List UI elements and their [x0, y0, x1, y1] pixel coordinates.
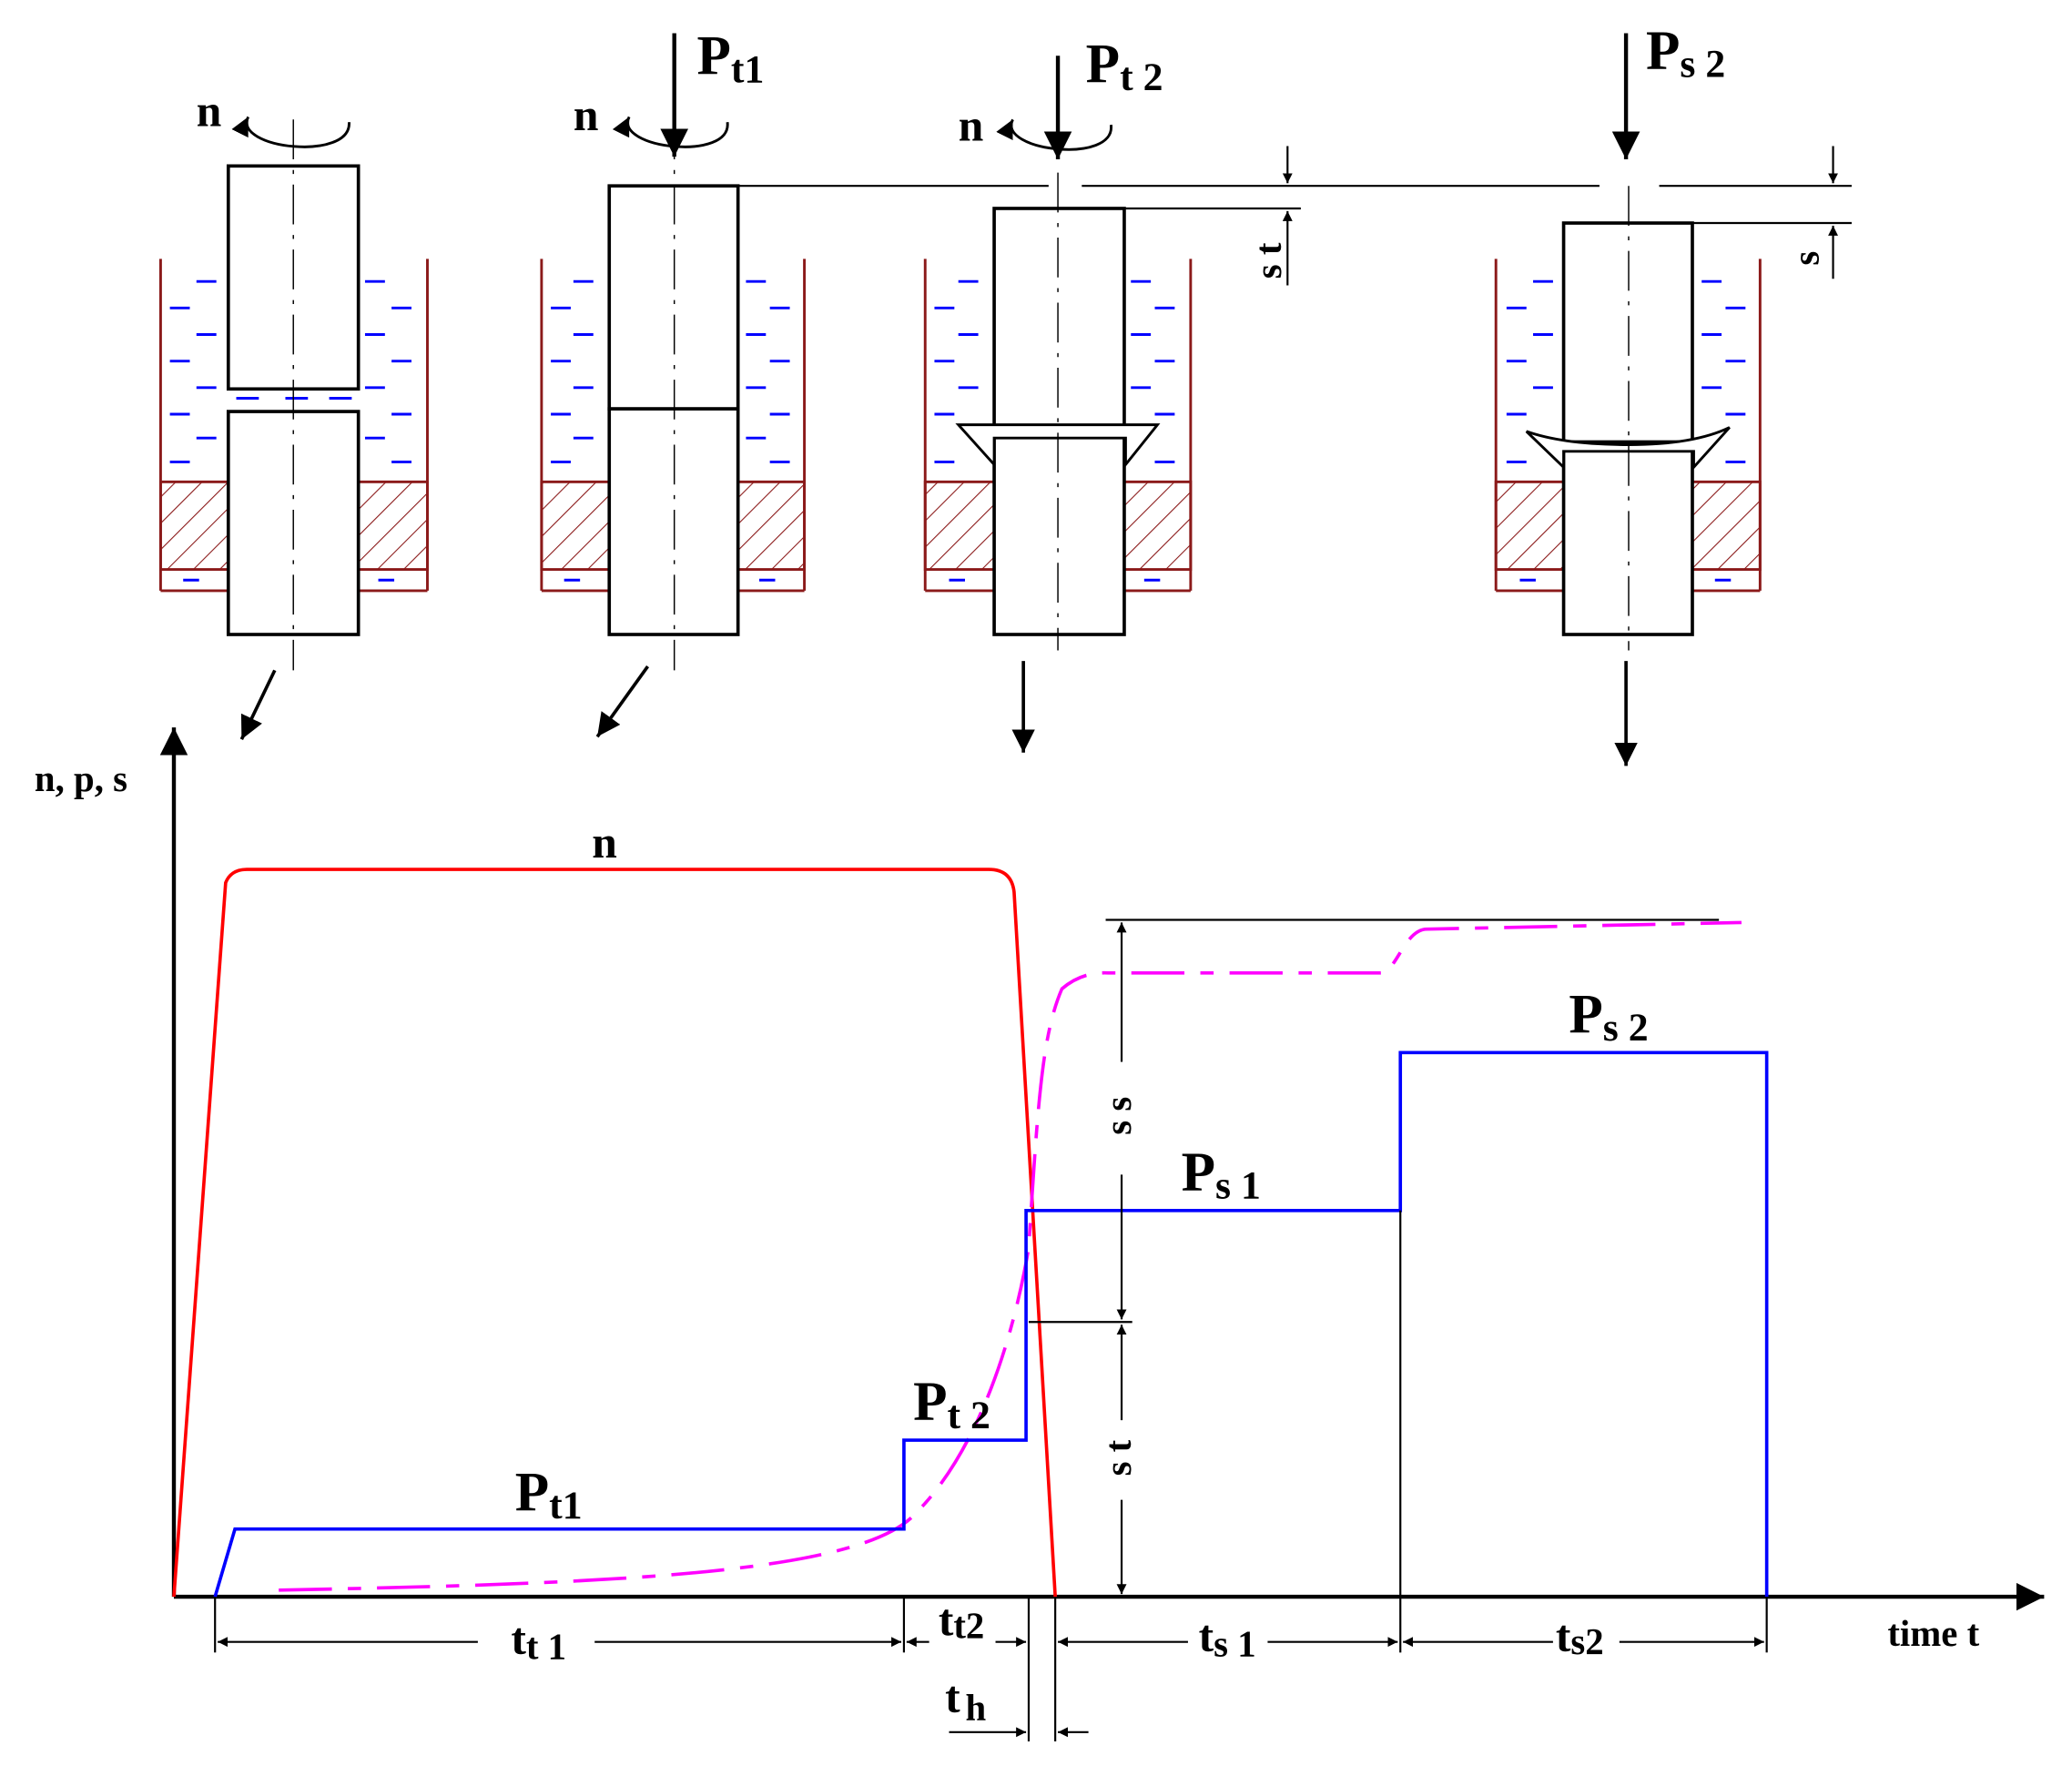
rotation-arrow-icon-3 [996, 118, 1112, 151]
interval-ts2-label: ts2 [1556, 1611, 1604, 1662]
x-axis-label: time t [1887, 1613, 1979, 1654]
exit-arrow-icon-1 [239, 669, 277, 740]
time-chart: n, p, s time t n Pt1 Pt 2 Ps 1 Ps 2 [35, 727, 2045, 1742]
ps1-label: Ps 1 [1182, 1142, 1261, 1208]
ps2-label: Ps 2 [1569, 983, 1648, 1050]
ss-label: s s [1098, 1097, 1139, 1135]
pt1-label: Pt1 [515, 1461, 583, 1527]
y-axis-label: n, p, s [35, 758, 127, 799]
displacement-reference-lines [737, 146, 1852, 286]
interval-ts1-label: ts 1 [1199, 1611, 1256, 1665]
series-n-label: n [592, 817, 617, 868]
st-dim-label-top: s t [1248, 242, 1289, 279]
stage-1-schematic: n [158, 86, 429, 740]
series-n-line [172, 868, 1057, 1598]
s-dim-label-top: s [1786, 251, 1827, 266]
liquid-dashes-1 [169, 279, 411, 582]
rotation-arrow-icon-2 [612, 116, 729, 148]
weld-flash-3 [955, 423, 1161, 469]
force-label-2: Pt1 [696, 25, 764, 92]
container-1 [158, 259, 429, 593]
interval-extension-lines [214, 1210, 1768, 1742]
force-label-4: Ps 2 [1646, 20, 1725, 86]
series-p-line [213, 1050, 1769, 1598]
series-s-line [279, 920, 1742, 1592]
stage-3-schematic: n Pt 2 [923, 33, 1193, 753]
rotation-arrow-icon-1 [231, 116, 350, 148]
interval-tt2-label: tt2 [939, 1595, 985, 1646]
pt2-label: Pt 2 [913, 1371, 990, 1437]
stage-4-schematic: Ps 2 [1494, 20, 1762, 766]
st-label: s t [1098, 1439, 1139, 1476]
ss-st-dimensions [1028, 918, 1720, 1595]
interval-tt1-label: tt 1 [511, 1614, 566, 1668]
force-label-3: Pt 2 [1086, 33, 1163, 99]
stage-2-schematic: n Pt1 [540, 25, 807, 738]
rotation-label-1: n [197, 86, 222, 137]
rotation-label-2: n [574, 90, 599, 140]
exit-arrow-icon-2 [595, 665, 650, 738]
interval-arrows [218, 1637, 1764, 1738]
rotation-label-3: n [959, 101, 984, 151]
